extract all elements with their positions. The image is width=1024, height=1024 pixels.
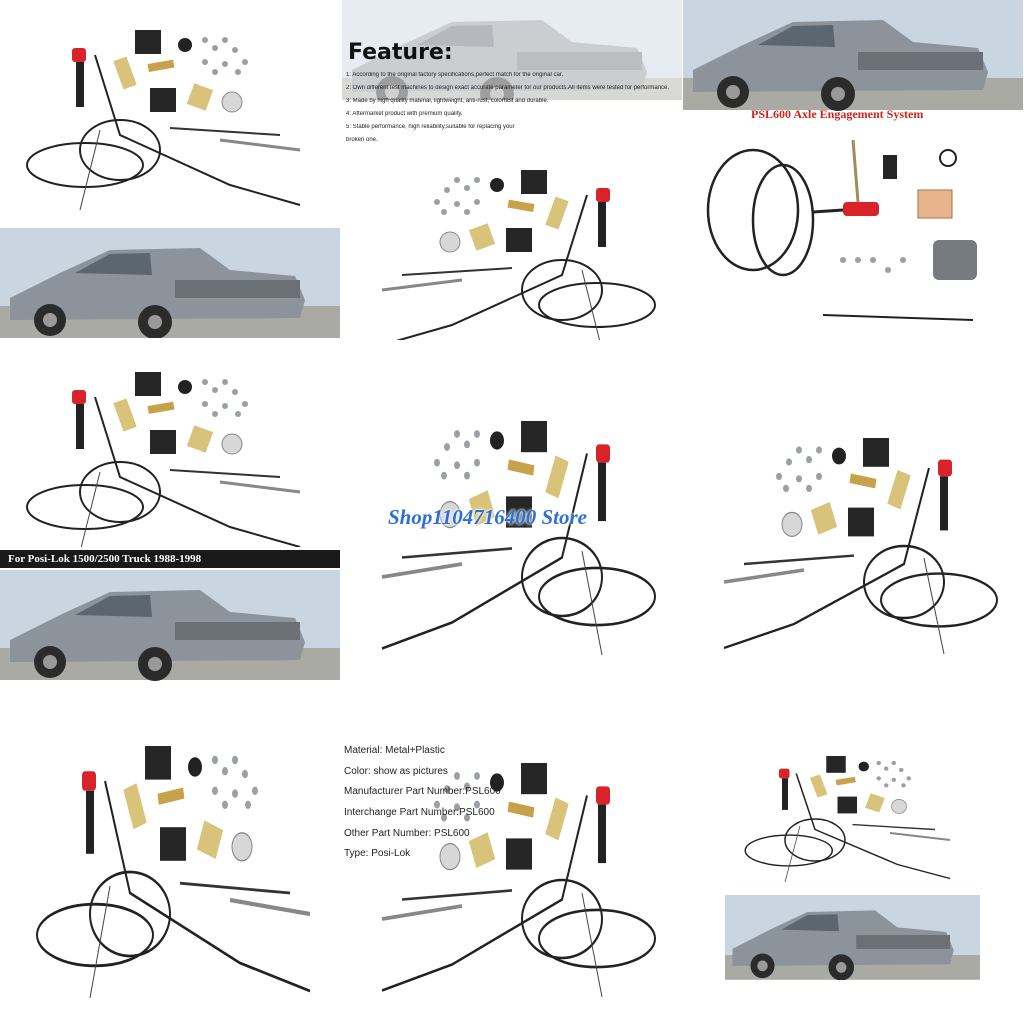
feature-list: 1: According to the original factory spe… [346, 72, 676, 150]
spec-material: Material: Metal+Plastic [344, 745, 445, 756]
cable-kit-icon [706, 139, 977, 321]
cable-kit-icon [25, 370, 302, 547]
cable-kit-icon [722, 436, 999, 656]
truck-photo-icon [0, 570, 340, 681]
cable-kit-icon [0, 684, 340, 1024]
spec-manufacturer-part: Manufacturer Part Number:PSL600 [344, 786, 501, 798]
specs-panel[interactable] [342, 684, 682, 1024]
truck-photo-3[interactable] [725, 895, 980, 980]
cable-kit-icon [25, 28, 302, 212]
truck-photo-2[interactable] [0, 570, 340, 682]
spec-type: Type: Posi-Lok [344, 848, 411, 860]
feature-panel[interactable]: Feature: 1: According to the original fa… [342, 0, 682, 340]
kit-photo-2[interactable] [0, 342, 340, 547]
kit-photo-6[interactable] [725, 735, 980, 890]
feature-item: 3: Made by high quality material, lightw… [346, 98, 549, 104]
feature-item: 1: According to the original factory spe… [346, 72, 564, 78]
kit-photo-4[interactable] [683, 342, 1024, 682]
spec-color: Color: show as pictures [344, 765, 448, 777]
feature-item: 5: Stable performance, high reliability,… [346, 124, 515, 130]
specs-list: Material: Metal+Plastic Color: show as p… [344, 745, 501, 869]
truck-photo-1[interactable] [0, 228, 340, 338]
kit-photo-1[interactable] [0, 0, 340, 225]
truck-photo-icon [725, 895, 980, 980]
cable-kit-icon [744, 754, 952, 884]
truck-photo-icon [0, 228, 340, 338]
feature-item: 2: Own different test machines to design… [346, 85, 670, 91]
spec-interchange-part: Interchange Part Number:PSL600 [344, 807, 495, 819]
store-watermark: Shop1104716400 Store [388, 505, 587, 529]
axle-system-panel[interactable]: PSL600 Axle Engagement System [683, 0, 1024, 340]
feature-item: 4: Aftermarket product with premium qual… [346, 111, 463, 117]
fitment-band: For Posi-Lok 1500/2500 Truck 1988-1998 [0, 550, 340, 568]
axle-system-caption: PSL600 Axle Engagement System [751, 107, 924, 121]
cable-kit-icon [380, 168, 657, 340]
spec-other-part: Other Part Number: PSL600 [344, 827, 470, 839]
kit-photo-3[interactable] [342, 342, 682, 682]
feature-title: Feature: [348, 40, 453, 65]
feature-item: broken one. [346, 137, 378, 143]
kit-photo-5[interactable] [0, 684, 340, 1024]
